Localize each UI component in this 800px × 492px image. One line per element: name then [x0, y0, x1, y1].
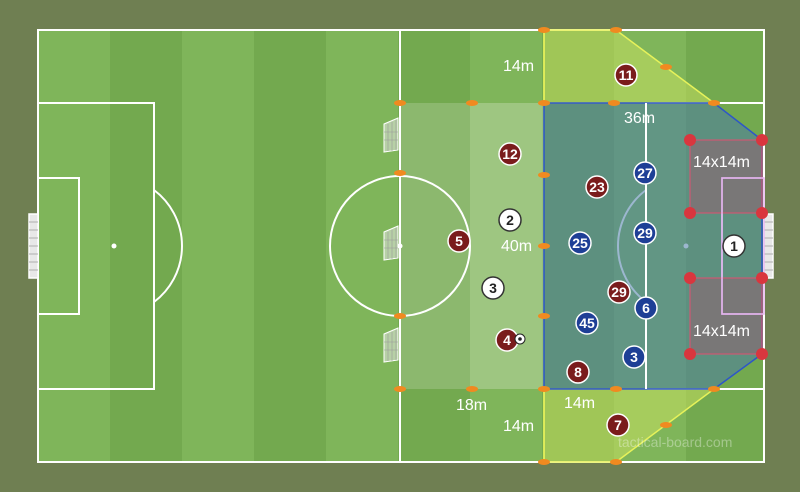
- player-red-5[interactable]: 5: [447, 229, 471, 253]
- cone: [538, 27, 550, 33]
- svg-text:8: 8: [574, 364, 582, 380]
- cone: [608, 100, 620, 106]
- cone: [466, 100, 478, 106]
- svg-text:12: 12: [502, 146, 518, 162]
- svg-text:3: 3: [630, 349, 638, 365]
- cone: [610, 386, 622, 392]
- label-14m-corridor: 14m: [503, 418, 534, 435]
- cone: [466, 386, 478, 392]
- svg-text:7: 7: [614, 417, 622, 433]
- player-blue-29[interactable]: 29: [633, 221, 657, 245]
- player-white-3[interactable]: 3: [481, 276, 505, 300]
- cone: [394, 386, 406, 392]
- mini-goal-1: [383, 117, 399, 153]
- box-marker: [756, 348, 768, 360]
- label-36m: 36m: [624, 110, 655, 127]
- player-blue-3[interactable]: 3: [622, 345, 646, 369]
- label-14m-bottom: 14m: [564, 395, 595, 412]
- svg-text:29: 29: [637, 225, 653, 241]
- svg-text:5: 5: [455, 233, 463, 249]
- label-14m-top: 14m: [503, 58, 534, 75]
- mini-goal-3: [383, 327, 399, 363]
- player-blue-6[interactable]: 6: [634, 296, 658, 320]
- box-marker: [756, 272, 768, 284]
- cone: [538, 172, 550, 178]
- svg-text:23: 23: [589, 179, 605, 195]
- svg-text:4: 4: [503, 332, 511, 348]
- player-red-12[interactable]: 12: [498, 142, 522, 166]
- watermark: tactical-board.com: [618, 434, 732, 450]
- label-14x14m-lower: 14x14m: [693, 323, 750, 340]
- cone: [394, 100, 406, 106]
- cone: [538, 386, 550, 392]
- lower-14x14-box: [689, 277, 763, 355]
- svg-text:27: 27: [637, 165, 653, 181]
- player-red-29[interactable]: 29: [607, 280, 631, 304]
- player-red-11[interactable]: 11: [614, 63, 638, 87]
- svg-text:6: 6: [642, 300, 650, 316]
- svg-text:25: 25: [572, 235, 588, 251]
- cone: [708, 386, 720, 392]
- box-marker: [684, 207, 696, 219]
- player-blue-45[interactable]: 45: [575, 311, 599, 335]
- svg-text:45: 45: [579, 315, 595, 331]
- mini-goal-2: [383, 225, 399, 261]
- cone: [394, 170, 406, 176]
- player-white-1[interactable]: 1: [722, 234, 746, 258]
- svg-text:3: 3: [489, 280, 497, 296]
- player-red-8[interactable]: 8: [566, 360, 590, 384]
- cone: [394, 313, 406, 319]
- cone: [538, 243, 550, 249]
- upper-14x14-box: [689, 139, 763, 214]
- right-goal: [763, 213, 774, 279]
- svg-text:11: 11: [619, 67, 634, 83]
- box-marker: [756, 134, 768, 146]
- label-18m: 18m: [456, 397, 487, 414]
- label-40m: 40m: [501, 238, 532, 255]
- cone: [610, 459, 622, 465]
- ball-icon[interactable]: [514, 333, 526, 345]
- cone: [538, 100, 550, 106]
- box-marker: [756, 207, 768, 219]
- svg-text:29: 29: [611, 284, 627, 300]
- cone: [538, 313, 550, 319]
- box-markers: [684, 134, 768, 360]
- cone: [660, 64, 672, 70]
- cone: [708, 100, 720, 106]
- label-14x14m-upper: 14x14m: [693, 154, 750, 171]
- player-blue-25[interactable]: 25: [568, 231, 592, 255]
- box-marker: [684, 134, 696, 146]
- box-marker: [684, 272, 696, 284]
- svg-text:1: 1: [730, 238, 738, 254]
- box-marker: [684, 348, 696, 360]
- cones: [394, 27, 720, 465]
- cone: [610, 27, 622, 33]
- player-white-2[interactable]: 2: [498, 208, 522, 232]
- left-goal: [28, 213, 39, 279]
- svg-text:2: 2: [506, 212, 514, 228]
- player-red-23[interactable]: 23: [585, 175, 609, 199]
- cone: [660, 422, 672, 428]
- player-red-7[interactable]: 7: [606, 413, 630, 437]
- cone: [538, 459, 550, 465]
- player-blue-27[interactable]: 27: [633, 161, 657, 185]
